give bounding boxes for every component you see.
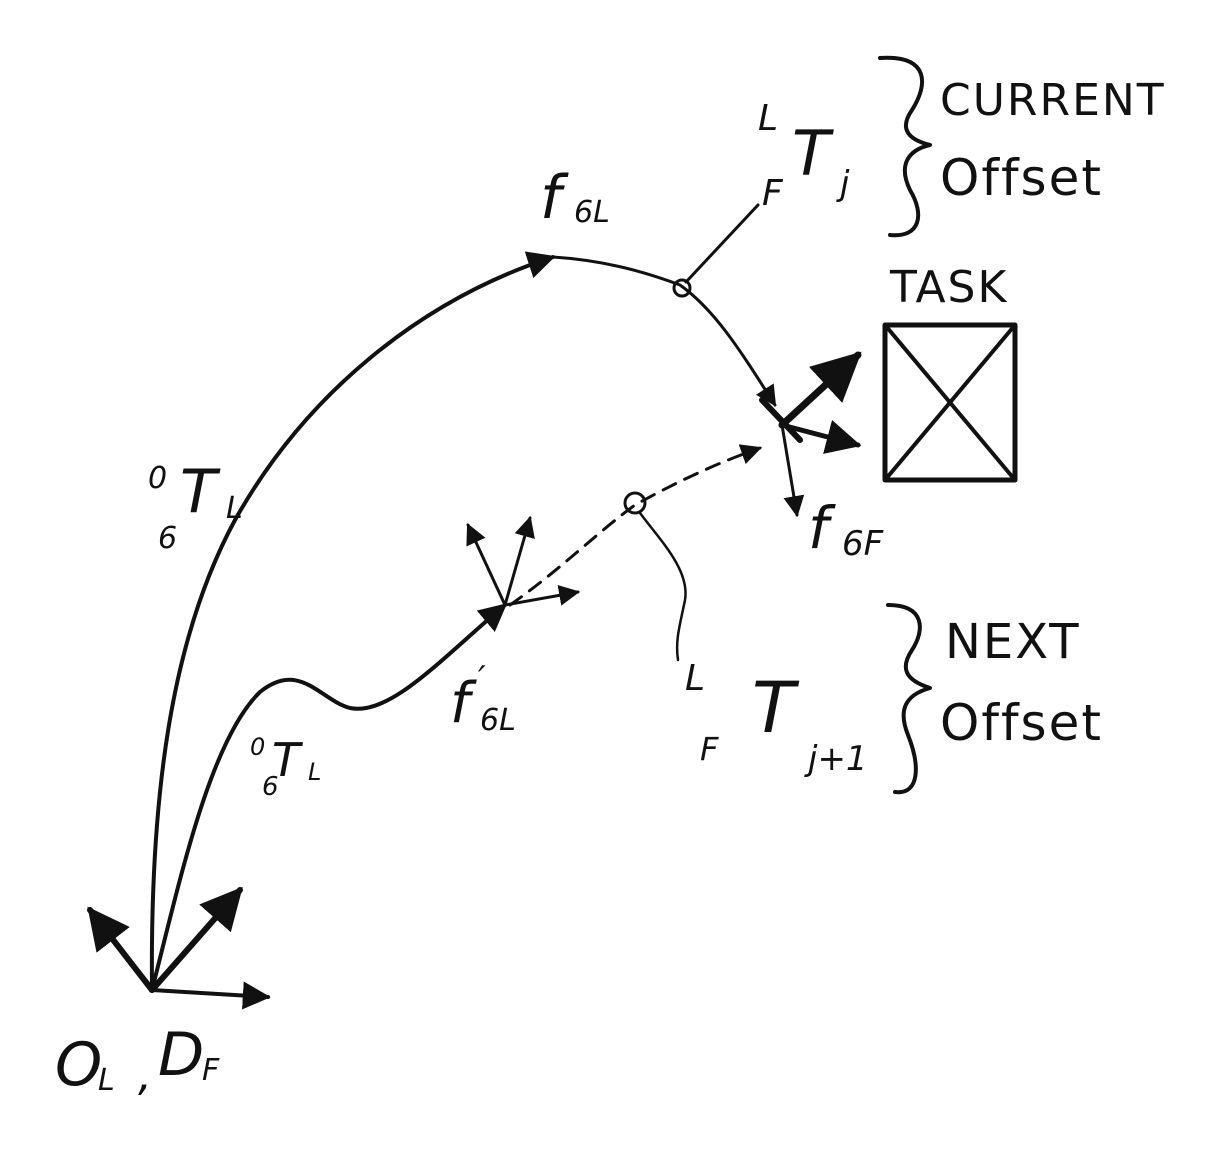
f6L-prime-label-prime: ′ — [478, 659, 486, 699]
next-transform-main: T — [752, 667, 800, 749]
f6L-prime-frame-axes — [466, 515, 581, 607]
f6L-label-sub: 6L — [574, 195, 610, 230]
current-offset-path — [551, 255, 777, 407]
current-offset-brace — [878, 55, 932, 238]
task-frame-axes — [759, 351, 862, 518]
next-offset-path — [508, 444, 762, 607]
lower-path-label-main: T — [272, 733, 304, 787]
upper-trajectory — [149, 251, 556, 992]
f6F-label-sub: 6F — [842, 524, 884, 564]
f6L-prime-label-main: f — [450, 671, 477, 736]
origin-label-sep: , — [138, 1050, 152, 1101]
current-offset-marker — [672, 278, 692, 298]
origin-label-o-sub: L — [98, 1063, 115, 1098]
next-offset-marker — [623, 491, 647, 515]
lower-path-label-pre-sup: 0 — [250, 733, 265, 761]
task-label: TASK — [889, 262, 1008, 313]
current-offset-line2: Offset — [940, 149, 1103, 207]
next-offset-leader — [638, 511, 687, 662]
f6L-prime-axis-up-left — [466, 523, 507, 607]
current-transform-sub: j — [836, 164, 850, 204]
task-box-diagonal-2 — [883, 323, 1017, 482]
f6L-prime-axis-up — [503, 515, 535, 607]
lower-trajectory — [150, 603, 508, 992]
f6L-label-main: f — [540, 163, 569, 233]
next-offset-line1: NEXT — [945, 614, 1081, 670]
task-axis-up-right — [778, 351, 862, 429]
next-transform-sub: j+1 — [804, 739, 868, 779]
next-offset-line2: Offset — [940, 694, 1103, 752]
upper-path-label-pre-sup: 0 — [148, 461, 167, 496]
task-axis-down — [780, 423, 805, 518]
origin-label-o: O — [55, 1030, 102, 1100]
task-axis-right — [779, 420, 862, 454]
next-transform-pre-sub: F — [700, 730, 719, 768]
origin-axis-right — [150, 981, 271, 1010]
origin-label-d-sub: F — [202, 1053, 220, 1088]
current-offset-line1: CURRENT — [940, 75, 1166, 126]
task-box — [882, 322, 1018, 483]
origin-axis-up-left — [87, 906, 155, 993]
current-transform-pre-sup: L — [758, 98, 778, 139]
origin-frame-axes — [87, 886, 271, 1010]
origin-axis-up-right — [149, 886, 243, 993]
upper-path-label-main: T — [180, 457, 221, 527]
current-transform-pre-sub: F — [762, 173, 784, 214]
current-offset-leader — [684, 203, 760, 284]
current-transform-main: T — [792, 117, 834, 190]
task-frame-cross — [759, 397, 803, 443]
f6F-label-main: f — [808, 494, 836, 562]
origin-label-d: D — [158, 1020, 204, 1090]
lower-path-label-sub: L — [308, 758, 321, 786]
next-offset-brace — [886, 603, 932, 795]
next-transform-pre-sup: L — [685, 658, 705, 699]
task-box-outline — [882, 322, 1018, 483]
upper-path-label-pre-sub: 6 — [158, 521, 177, 556]
f6L-prime-label-sub: 6L — [480, 703, 516, 738]
upper-path-label-sub: L — [226, 491, 243, 526]
f6L-prime-axis-right — [503, 584, 581, 607]
lower-path-label-pre-sub: 6 — [262, 772, 279, 802]
